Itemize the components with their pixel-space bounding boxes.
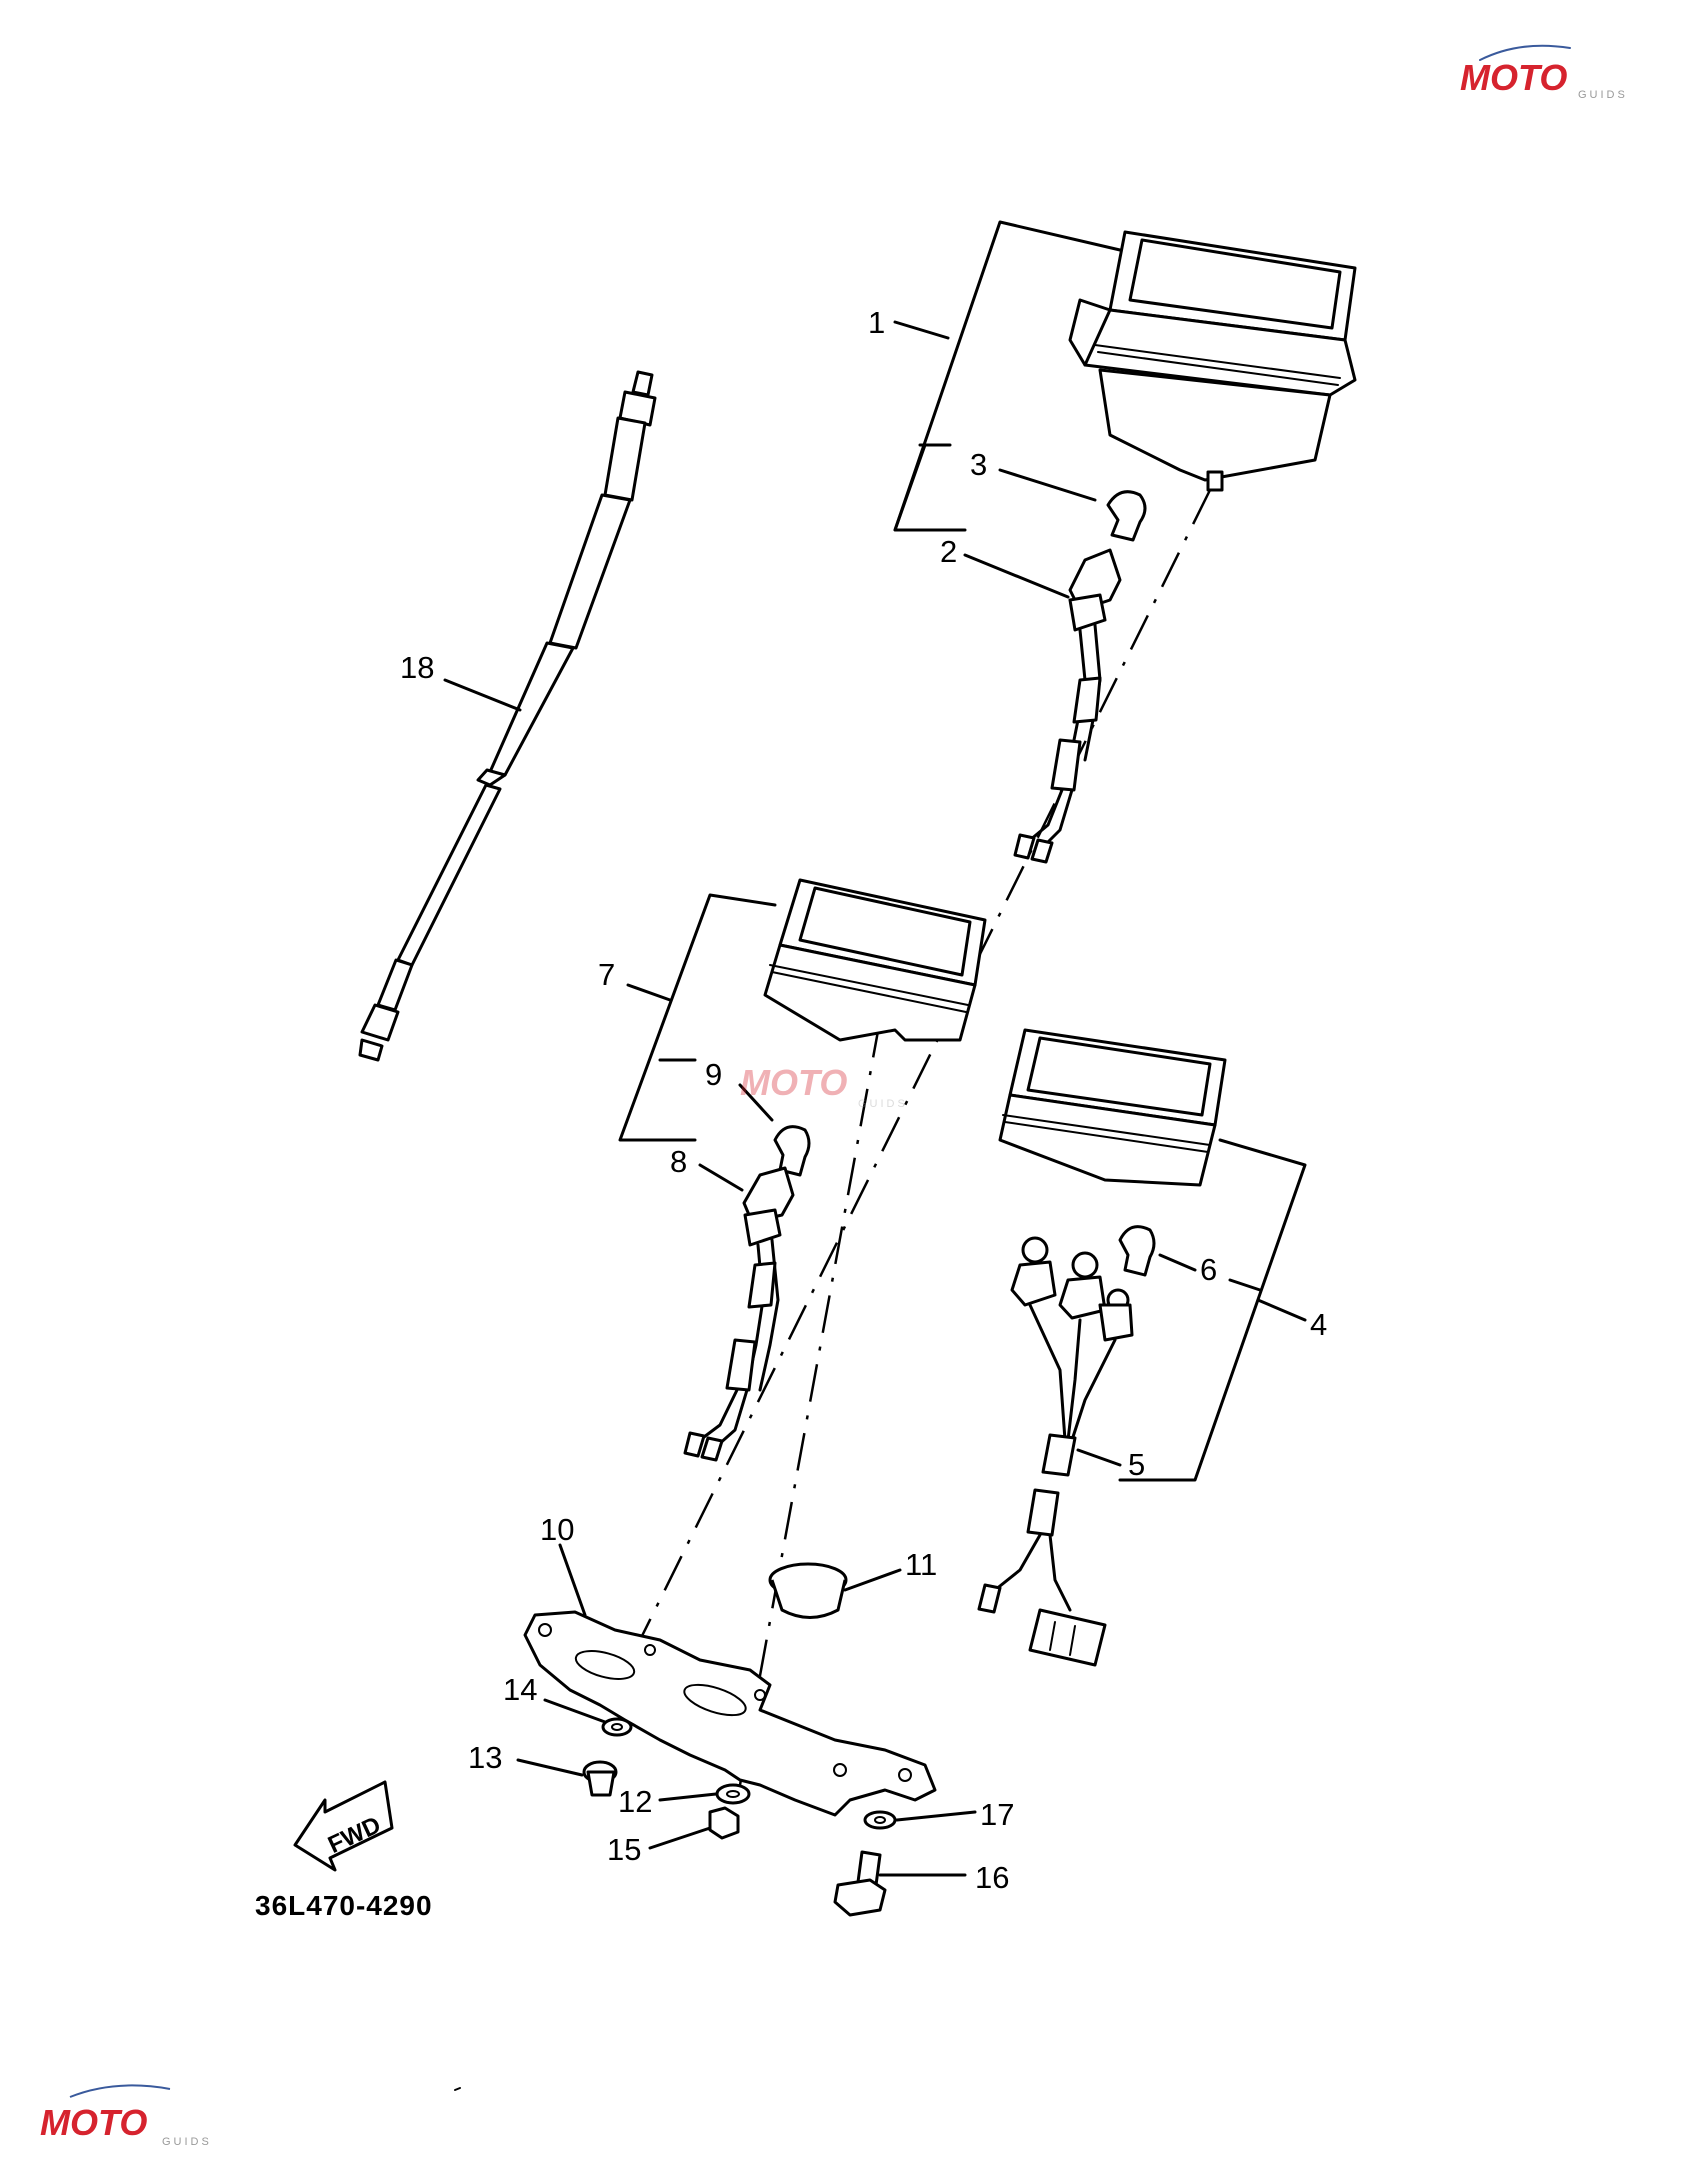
part-16-bolt: [833, 1850, 887, 1917]
svg-text:MOTO: MOTO: [1460, 57, 1567, 98]
leader-5: [1076, 1448, 1122, 1467]
svg-text:GUIDS: GUIDS: [162, 2136, 212, 2148]
leader-4: [1256, 1298, 1307, 1322]
part-3-bulb: [1106, 490, 1147, 542]
svg-text:GUIDS: GUIDS: [1578, 89, 1628, 101]
leader-17: [895, 1810, 977, 1822]
callout-12: 12: [618, 1784, 652, 1819]
callout-13: 13: [468, 1740, 502, 1775]
part-10-bracket: [523, 1610, 937, 1817]
assembly-line-main: [638, 489, 1212, 1641]
svg-text:MOTO: MOTO: [740, 1062, 847, 1103]
part-14-washer: [601, 1717, 633, 1737]
callout-8: 8: [670, 1144, 687, 1179]
leader-12: [658, 1792, 718, 1802]
leader-11: [843, 1568, 902, 1592]
bracket-1: [893, 220, 1122, 532]
leader-2: [963, 553, 1070, 599]
part-7-tachometer: [763, 878, 987, 1042]
leader-15: [648, 1826, 712, 1850]
leader-7: [626, 983, 672, 1002]
svg-text:MOTO: MOTO: [40, 2102, 147, 2143]
part-11-grommet: [768, 1562, 848, 1619]
part-1-speedometer: [1068, 230, 1357, 492]
callout-5: 5: [1128, 1447, 1145, 1482]
bracket-6: [1228, 1278, 1262, 1292]
callout-14: 14: [503, 1672, 537, 1707]
part-18-cable: [358, 370, 657, 1062]
part-12-washer: [715, 1783, 751, 1805]
leader-3: [998, 468, 1097, 502]
leader-8: [698, 1163, 744, 1192]
part-6-bulb: [1118, 1225, 1156, 1277]
watermark-logo-bottom: MOTO GUIDS: [40, 2084, 212, 2148]
callout-9: 9: [705, 1057, 722, 1092]
leader-9: [738, 1083, 774, 1122]
callout-15: 15: [607, 1832, 641, 1867]
callout-16: 16: [975, 1860, 1009, 1895]
callout-7: 7: [598, 957, 615, 992]
bracket-4: [1118, 1138, 1307, 1482]
callout-2: 2: [940, 534, 957, 569]
fwd-arrow-icon: FWD: [293, 1780, 394, 1872]
leader-13: [516, 1758, 584, 1777]
leader-1: [893, 320, 950, 340]
part-15-nut: [708, 1806, 740, 1840]
part-5-socket-cord-cluster: [977, 1236, 1134, 1667]
part-17-washer: [863, 1810, 897, 1830]
callout-17: 17: [980, 1797, 1014, 1832]
callout-1: 1: [868, 305, 885, 340]
bracket-3-side: [893, 443, 927, 532]
leader-10: [558, 1543, 587, 1617]
leader-14: [543, 1698, 607, 1724]
part-4-indicator-light: [998, 1028, 1227, 1187]
assembly-line-tach: [738, 1019, 882, 1786]
callout-10: 10: [540, 1512, 574, 1547]
callout-3: 3: [970, 447, 987, 482]
part-13-screw: [582, 1760, 618, 1797]
part-2-socket-cord: [1013, 548, 1122, 864]
callout-6: 6: [1200, 1252, 1217, 1287]
leader-6: [1158, 1253, 1197, 1272]
part-code: 36L470-4290: [255, 1890, 433, 1921]
watermark-logo-center: MOTO GUIDS: [740, 1062, 908, 1110]
callout-4: 4: [1310, 1307, 1327, 1342]
bracket-7: [618, 893, 777, 1142]
leader-18: [443, 678, 522, 712]
watermark-logo-top: MOTO GUIDS: [1460, 44, 1628, 101]
part-9-bulb: [773, 1125, 811, 1177]
svg-text:GUIDS: GUIDS: [858, 1098, 908, 1110]
callout-18: 18: [400, 650, 434, 685]
stray-mark: [454, 2087, 461, 2091]
part-8-socket-cord: [683, 1166, 795, 1462]
callout-11: 11: [905, 1547, 937, 1582]
